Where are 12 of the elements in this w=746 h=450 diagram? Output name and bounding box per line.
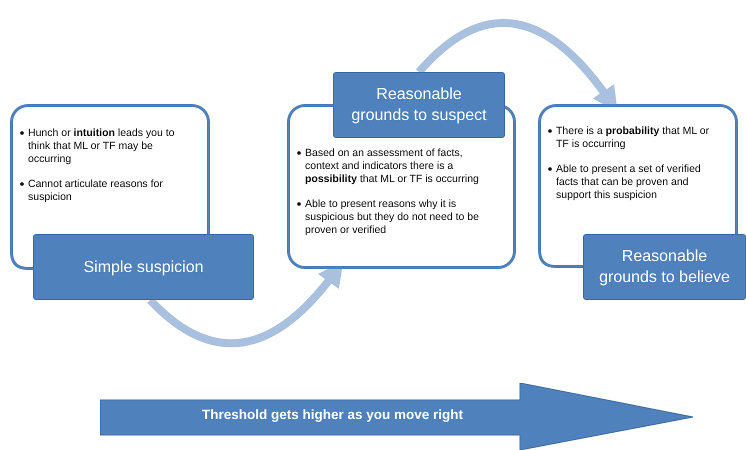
bullet-text: Cannot articulate reasons for suspicion	[28, 178, 163, 203]
bullet-text: Able to present a set of verified facts that can be proven and support this suspicion	[556, 163, 701, 201]
stage-label: Reasonable grounds to suspect	[333, 72, 505, 138]
bullet-text: Hunch or intuition leads you to think that ML or TF may be occurring	[28, 127, 174, 165]
bullet-text: There is a probability that ML or TF is occurring	[556, 125, 710, 150]
stage-label: Reasonable grounds to believe	[583, 234, 746, 300]
arrow-label: Threshold gets higher as you move right	[202, 407, 464, 422]
bullet-text: Based on an assessment of facts, context and indicators there is a possibility that ML or TF is occurring	[305, 147, 479, 185]
text-card	[10, 104, 210, 234]
text-card	[538, 104, 738, 234]
bullet-text: Able to present reasons why it is suspicious but they do not need to be proven or verified	[305, 198, 479, 236]
stage-label: Simple suspicion	[33, 234, 254, 300]
